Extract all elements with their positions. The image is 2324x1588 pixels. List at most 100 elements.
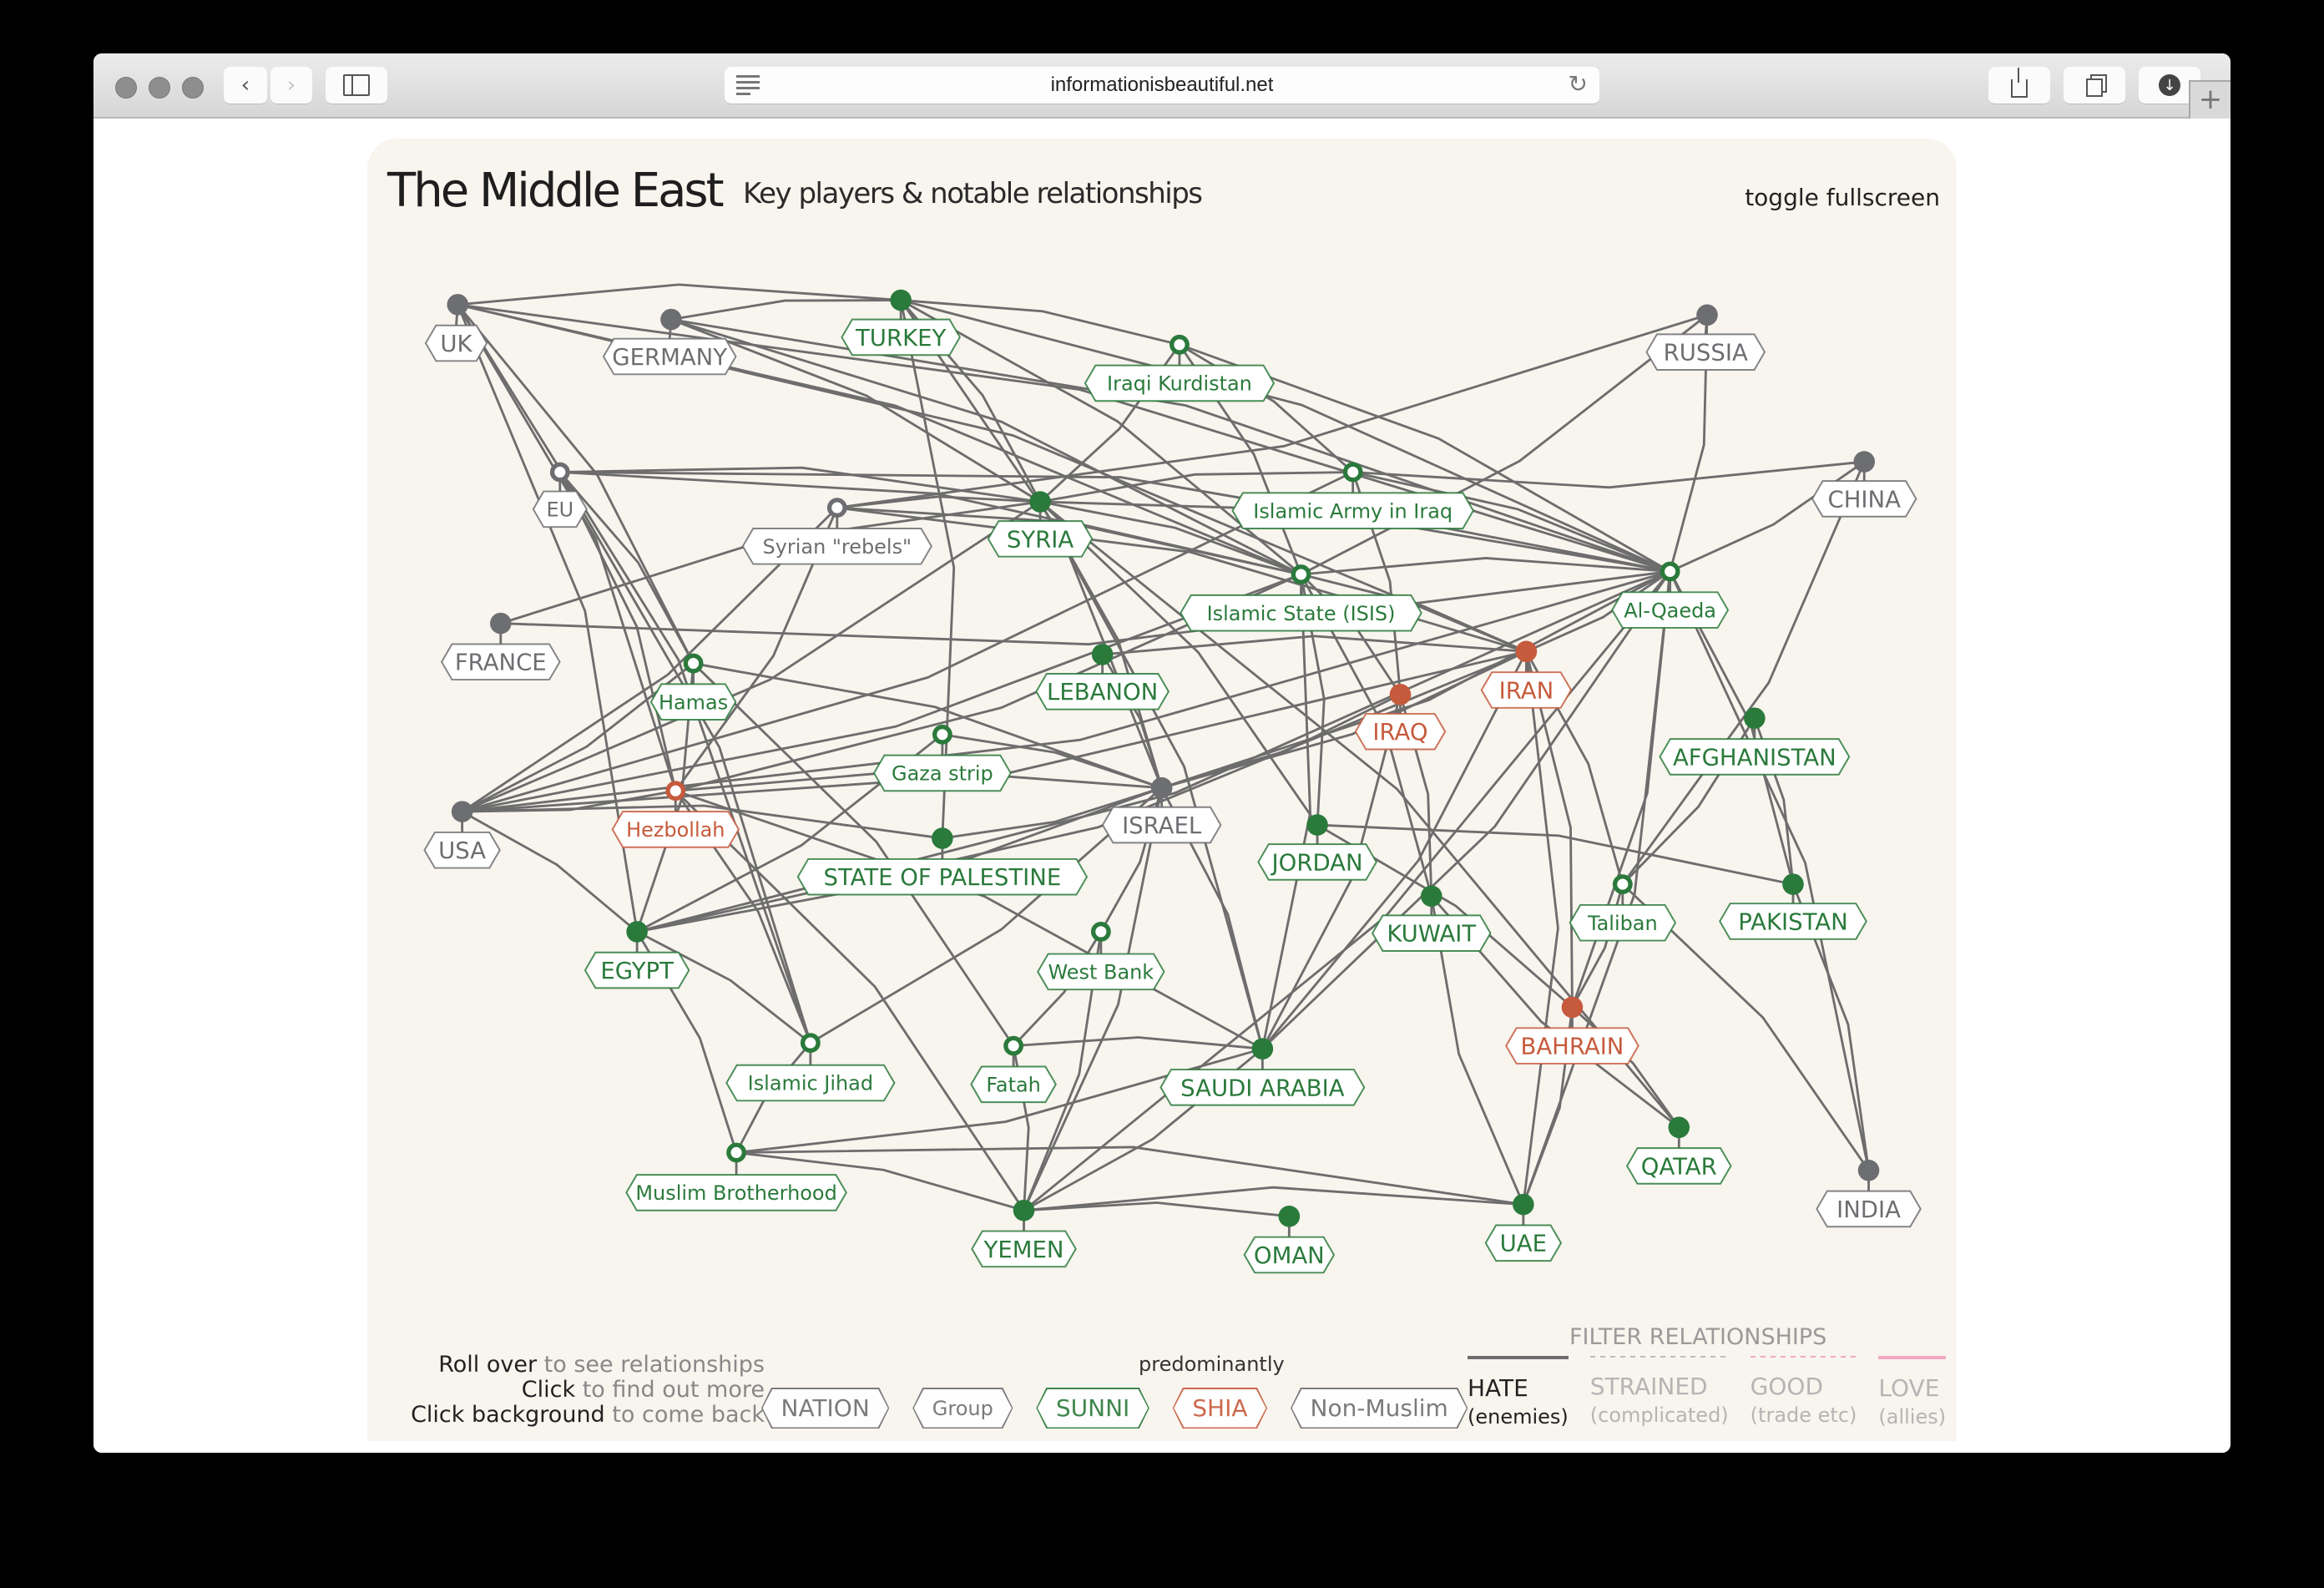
nation-dot-icon[interactable] (490, 612, 512, 635)
nation-dot-icon[interactable] (932, 827, 953, 849)
node-label-hexagon[interactable] (725, 1064, 896, 1102)
node-bahrain[interactable]: BAHRAIN (1505, 996, 1639, 1065)
nation-dot-icon[interactable] (1744, 707, 1766, 730)
group-ring-icon[interactable] (1660, 561, 1680, 582)
node-yemen[interactable]: YEMEN (971, 1199, 1077, 1268)
forward-button[interactable]: › (270, 67, 312, 104)
node-label-hexagon[interactable] (1569, 903, 1677, 942)
filter-love[interactable]: LOVE(allies) (1878, 1356, 1947, 1431)
nation-dot-icon[interactable] (447, 294, 469, 316)
node-israel[interactable]: ISRAEL (1101, 776, 1222, 844)
nation-dot-icon[interactable] (1389, 684, 1412, 705)
node-taliban[interactable]: Taliban (1569, 874, 1677, 942)
node-label-hexagon[interactable] (1037, 953, 1165, 991)
node-iran[interactable]: IRAN (1480, 640, 1573, 709)
node-france[interactable]: FRANCE (440, 612, 561, 681)
node-label-hexagon[interactable] (1505, 1027, 1639, 1065)
node-jordan[interactable]: JORDAN (1257, 814, 1377, 881)
node-west-bank[interactable]: West Bank (1037, 922, 1165, 991)
node-label-hexagon[interactable] (971, 1230, 1077, 1268)
nation-dot-icon[interactable] (1306, 814, 1328, 836)
node-eu[interactable]: EU (532, 462, 588, 528)
nation-dot-icon[interactable] (890, 289, 912, 311)
node-label-hexagon[interactable] (1719, 903, 1867, 940)
node-syria[interactable]: SYRIA (987, 491, 1094, 558)
node-hamas[interactable]: Hamas (649, 653, 737, 721)
nation-dot-icon[interactable] (451, 801, 473, 822)
node-russia[interactable]: RUSSIA (1645, 304, 1766, 371)
node-label-hexagon[interactable] (602, 337, 737, 376)
sidebar-toggle-button[interactable] (326, 67, 387, 104)
node-hezbollah[interactable]: Hezbollah (611, 781, 740, 848)
node-label-hexagon[interactable] (625, 1174, 847, 1211)
new-tab-button[interactable]: + (2189, 80, 2231, 119)
node-label-hexagon[interactable] (584, 951, 690, 989)
node-syrian-rebels[interactable]: Syrian "rebels" (741, 498, 932, 565)
nation-dot-icon[interactable] (1150, 776, 1173, 799)
toggle-fullscreen-link[interactable]: toggle fullscreen (1745, 184, 1940, 211)
filter-strained[interactable]: STRAINED(complicated) (1589, 1356, 1729, 1431)
node-gaza[interactable]: Gaza strip (872, 724, 1012, 792)
node-label-hexagon[interactable] (841, 318, 962, 357)
node-pakistan[interactable]: PAKISTAN (1719, 873, 1867, 940)
node-label-hexagon[interactable] (423, 831, 501, 869)
nation-dot-icon[interactable] (1857, 1160, 1880, 1181)
nation-dot-icon[interactable] (1853, 451, 1875, 473)
node-china[interactable]: CHINA (1811, 451, 1917, 518)
node-label-hexagon[interactable] (1484, 1224, 1563, 1262)
node-label-hexagon[interactable] (1811, 480, 1917, 518)
node-qatar[interactable]: QATAR (1625, 1116, 1732, 1185)
node-uae[interactable]: UAE (1484, 1193, 1563, 1262)
nation-dot-icon[interactable] (1513, 1193, 1534, 1216)
node-label-hexagon[interactable] (1659, 738, 1851, 776)
node-label-hexagon[interactable] (611, 811, 740, 848)
group-ring-icon[interactable] (932, 724, 952, 745)
nation-dot-icon[interactable] (1091, 644, 1114, 665)
node-uk[interactable]: UK (424, 294, 488, 362)
node-label-hexagon[interactable] (1180, 594, 1422, 632)
node-label-hexagon[interactable] (1257, 843, 1377, 881)
node-label-hexagon[interactable] (970, 1065, 1057, 1104)
close-window-button[interactable] (115, 77, 137, 99)
address-bar[interactable]: informationisbeautiful.net ↻ (725, 67, 1599, 104)
group-ring-icon[interactable] (726, 1142, 746, 1163)
node-label-hexagon[interactable] (1354, 712, 1447, 751)
minimize-window-button[interactable] (149, 77, 170, 99)
node-label-hexagon[interactable] (987, 520, 1094, 558)
node-label-hexagon[interactable] (649, 683, 737, 721)
group-ring-icon[interactable] (1090, 922, 1111, 942)
back-button[interactable]: ‹ (224, 67, 267, 104)
node-label-hexagon[interactable] (741, 527, 932, 565)
nation-dot-icon[interactable] (1420, 885, 1442, 908)
nation-dot-icon[interactable] (1696, 304, 1718, 326)
group-ring-icon[interactable] (1342, 462, 1363, 483)
nation-dot-icon[interactable] (1515, 640, 1538, 663)
node-fatah[interactable]: Fatah (970, 1035, 1057, 1104)
group-ring-icon[interactable] (826, 498, 847, 518)
node-label-hexagon[interactable] (1084, 364, 1276, 402)
node-islamic-jihad[interactable]: Islamic Jihad (725, 1033, 896, 1102)
node-label-hexagon[interactable] (1231, 492, 1474, 529)
node-afghanistan[interactable]: AFGHANISTAN (1659, 707, 1851, 776)
node-india[interactable]: INDIA (1816, 1160, 1922, 1228)
tabs-overview-button[interactable] (2064, 67, 2125, 104)
node-iraq[interactable]: IRAQ (1354, 684, 1447, 751)
node-iraqi-kurdistan[interactable]: Iraqi Kurdistan (1084, 334, 1276, 402)
group-ring-icon[interactable] (800, 1033, 821, 1053)
group-ring-icon[interactable] (1003, 1035, 1023, 1056)
node-label-hexagon[interactable] (440, 643, 561, 681)
filter-good[interactable]: GOOD(trade etc) (1750, 1356, 1857, 1431)
node-kuwait[interactable]: KUWAIT (1371, 885, 1492, 952)
node-label-hexagon[interactable] (1035, 672, 1170, 711)
node-muslim-brotherhood[interactable]: Muslim Brotherhood (625, 1142, 847, 1211)
group-ring-icon[interactable] (665, 781, 686, 802)
nation-dot-icon[interactable] (1668, 1116, 1690, 1139)
nation-dot-icon[interactable] (660, 308, 682, 331)
node-isis[interactable]: Islamic State (ISIS) (1180, 564, 1422, 632)
node-islamic-army-iraq[interactable]: Islamic Army in Iraq (1231, 462, 1474, 529)
node-label-hexagon[interactable] (1611, 591, 1730, 629)
reader-view-icon[interactable] (736, 75, 760, 95)
node-lebanon[interactable]: LEBANON (1035, 644, 1170, 711)
node-al-qaeda[interactable]: Al-Qaeda (1611, 561, 1730, 629)
